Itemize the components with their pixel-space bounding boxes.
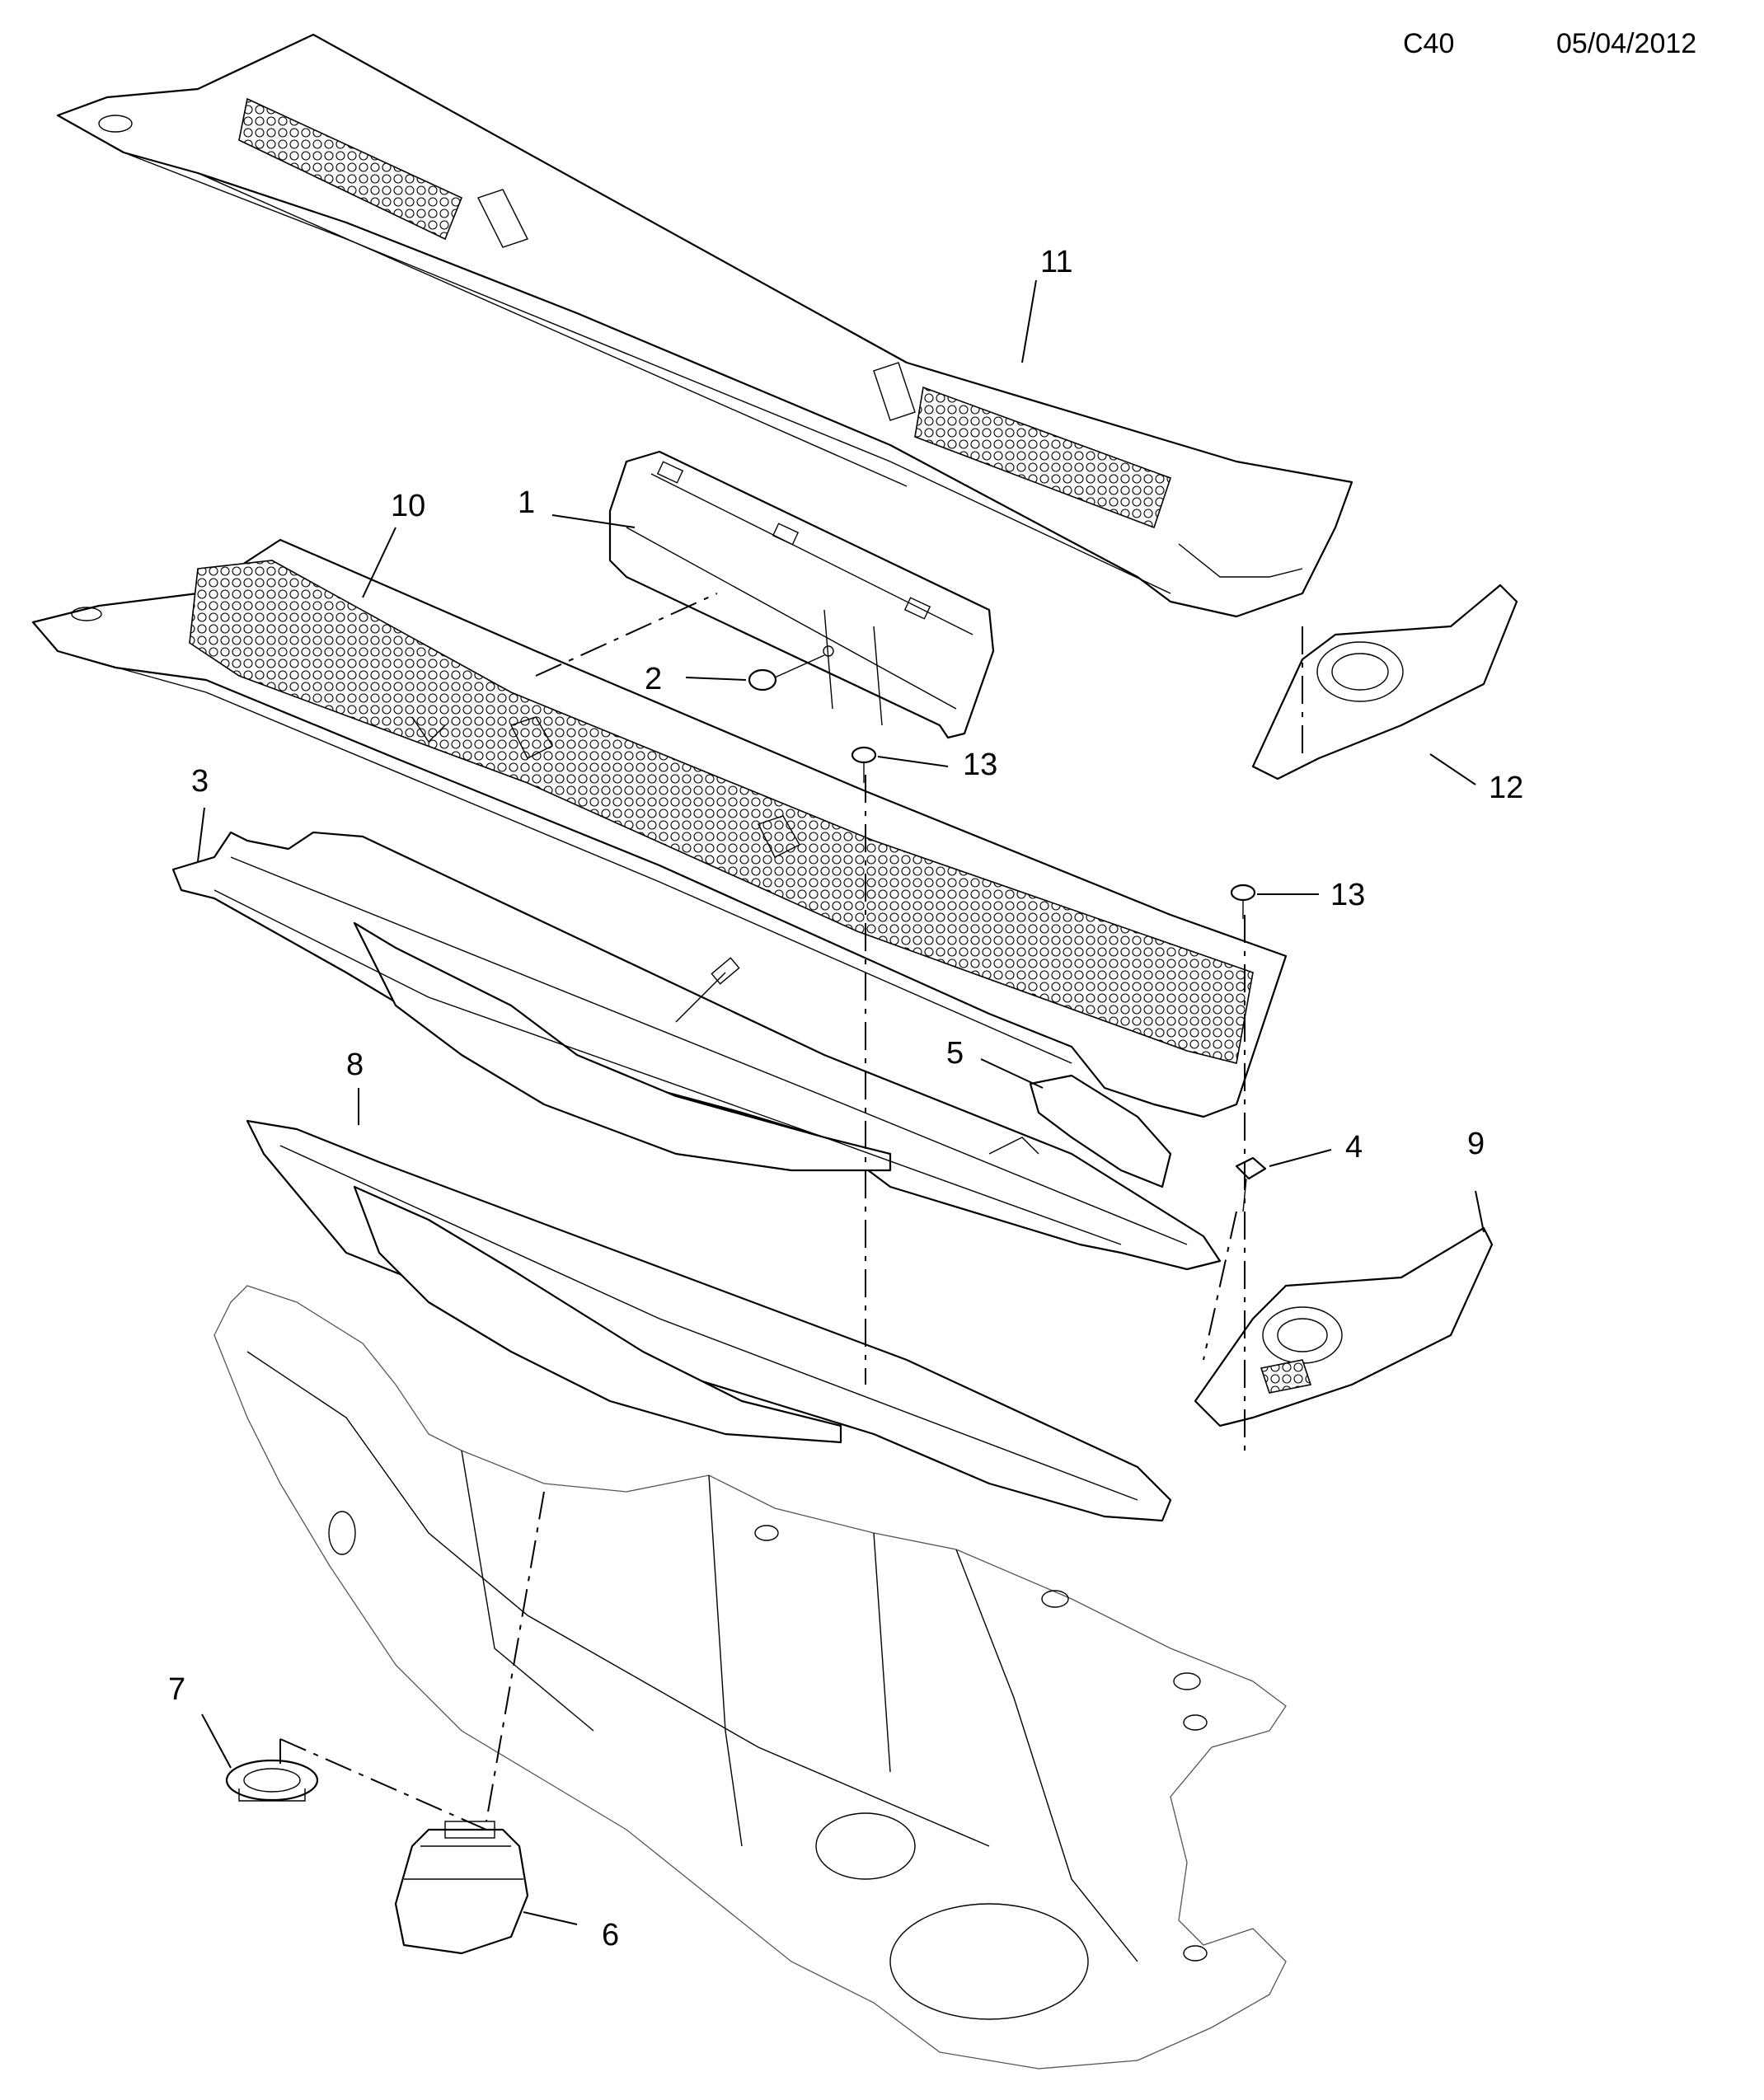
callout-3: 3 <box>191 764 209 799</box>
dash-insulator-panel <box>213 1285 1287 2070</box>
part-13-clip-right <box>1230 884 1256 919</box>
callout-8: 8 <box>346 1048 364 1082</box>
part-7-grommet <box>225 1759 319 1802</box>
callout-7: 7 <box>168 1672 185 1707</box>
callout-9: 9 <box>1467 1127 1485 1161</box>
part-13-clip-left <box>851 746 877 783</box>
callout-13-upper: 13 <box>963 748 997 782</box>
diagram-date: 05/04/2012 <box>1556 28 1697 59</box>
part-3-plenum-assembly <box>171 831 1222 1271</box>
part-1-cowl-insert <box>608 450 995 739</box>
callout-4: 4 <box>1345 1130 1363 1165</box>
part-2-clip <box>748 645 834 691</box>
diagram-code: C40 <box>1403 28 1455 59</box>
part-8-lower-rail <box>246 1119 1172 1522</box>
callout-13-lower: 13 <box>1330 878 1365 912</box>
part-9-end-cap <box>1194 1226 1494 1427</box>
callout-1: 1 <box>518 485 535 520</box>
alignment-lines <box>279 593 1303 1830</box>
callout-11: 12 <box>1489 771 1523 805</box>
part-6-connector <box>394 1821 529 1955</box>
leader-lines <box>197 279 1485 1925</box>
part-4-screw <box>1235 1156 1267 1212</box>
callout-10: 10 <box>391 489 425 523</box>
part-12-upper-cowl-panel <box>56 33 1353 618</box>
callout-labels: 11 10 1 2 3 13 13 12 5 4 9 8 7 6 <box>168 245 1523 1952</box>
callout-12: 11 <box>1040 245 1072 279</box>
part-10-lower-cowl-panel <box>31 538 1288 1118</box>
callout-2: 2 <box>645 662 662 696</box>
callout-5: 5 <box>946 1036 964 1071</box>
part-11-end-cap <box>1251 584 1518 780</box>
callout-6: 6 <box>602 1918 619 1952</box>
part-5-seal-piece <box>1029 1074 1172 1188</box>
